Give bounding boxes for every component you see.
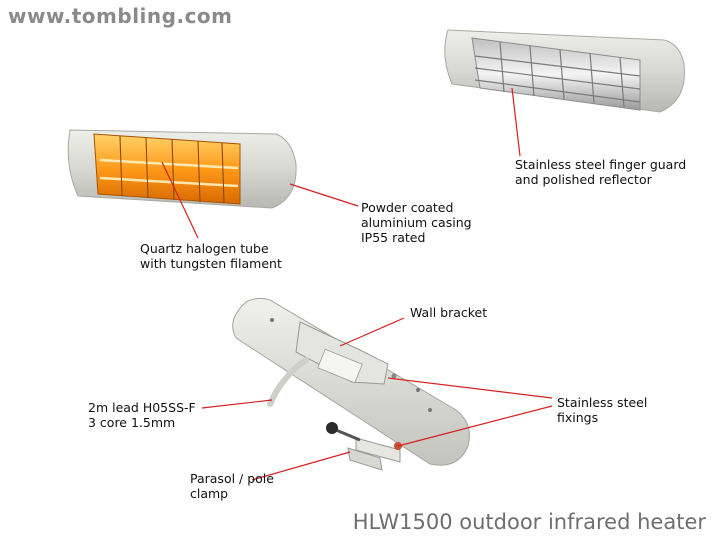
label-clamp: Parasol / pole clamp <box>190 471 274 501</box>
heater-top-left <box>67 129 297 209</box>
callout-lead <box>201 399 273 409</box>
label-finger-guard: Stainless steel finger guard and polishe… <box>515 157 687 187</box>
callout-casing <box>289 183 359 207</box>
callout-wall-bracket <box>339 317 405 347</box>
callout-fixings-upper <box>387 377 553 399</box>
callout-clamp <box>251 451 351 481</box>
heater-top-right <box>444 29 685 113</box>
label-fixings: Stainless steel fixings <box>557 395 648 425</box>
label-lead: 2m lead H05SS-F 3 core 1.5mm <box>88 400 196 430</box>
label-wall-bracket: Wall bracket <box>410 305 488 320</box>
callout-fixings-lower <box>397 405 553 447</box>
heater-bottom-back <box>232 297 470 471</box>
label-halogen: Quartz halogen tube with tungsten filame… <box>140 241 282 271</box>
product-title: HLW1500 outdoor infrared heater <box>352 510 706 534</box>
callout-halogen <box>161 161 199 239</box>
callout-finger-guard <box>511 87 521 157</box>
label-casing: Powder coated aluminium casing IP55 rate… <box>361 200 472 245</box>
callout-lines <box>161 87 553 481</box>
site-url[interactable]: www.tombling.com <box>8 4 233 28</box>
